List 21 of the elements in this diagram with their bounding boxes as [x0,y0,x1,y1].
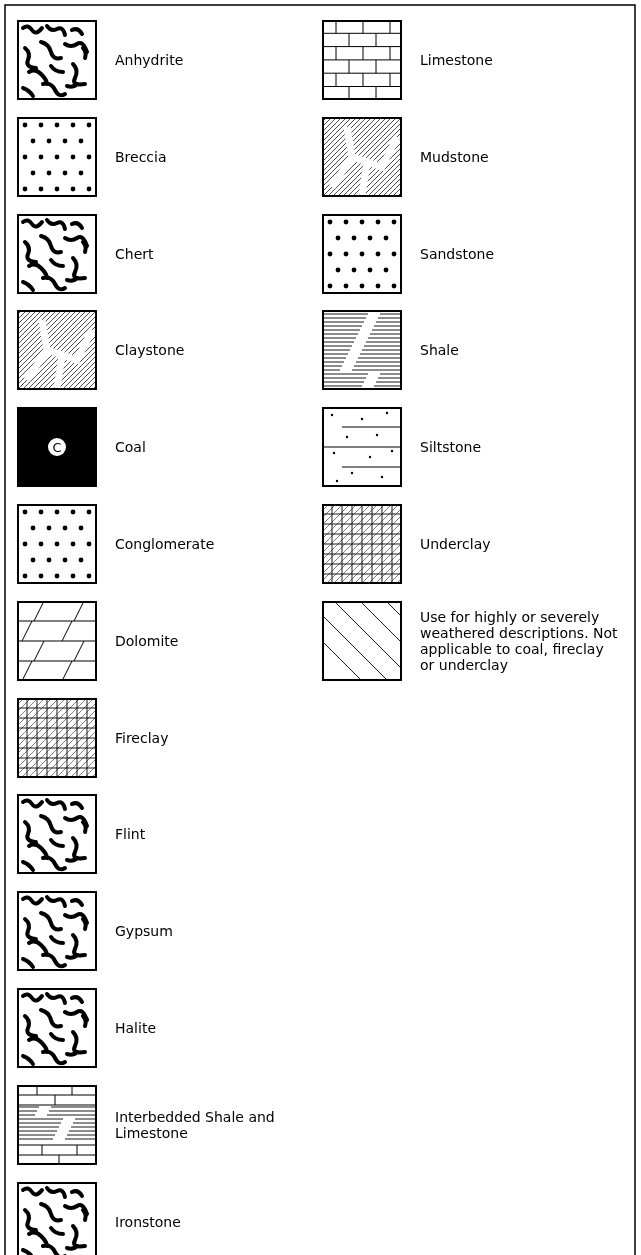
rock-pattern-swatch: C [17,407,97,488]
legend-label: Anhydrite [115,52,185,68]
legend-label: Interbedded Shale and Limestone [115,1108,275,1141]
legend-label: Conglomerate [115,536,216,552]
legend-label: Gypsum [115,923,174,940]
legend-label: Underclay [420,536,492,552]
legend-label: Dolomite [115,632,180,649]
legend-label: Limestone [420,52,494,68]
legend-label: Siltstone [420,439,482,456]
legend-label: Shale [420,342,460,359]
legend-label: Claystone [115,342,186,359]
legend-label: Coal [115,439,147,456]
legend-label: Ironstone [115,1213,182,1230]
legend-label: Flint [115,826,147,843]
legend-label: Fireclay [115,729,170,746]
legend-label: Mudstone [420,148,490,165]
legend-label: Halite [115,1020,157,1036]
legend-label: Breccia [115,148,168,165]
legend-label: Sandstone [420,245,496,262]
legend-label: Chert [115,245,155,262]
legend-label: Use for highly or severely weathered descriptions. Not applicable to coal, fireclay or underclay [420,608,619,673]
